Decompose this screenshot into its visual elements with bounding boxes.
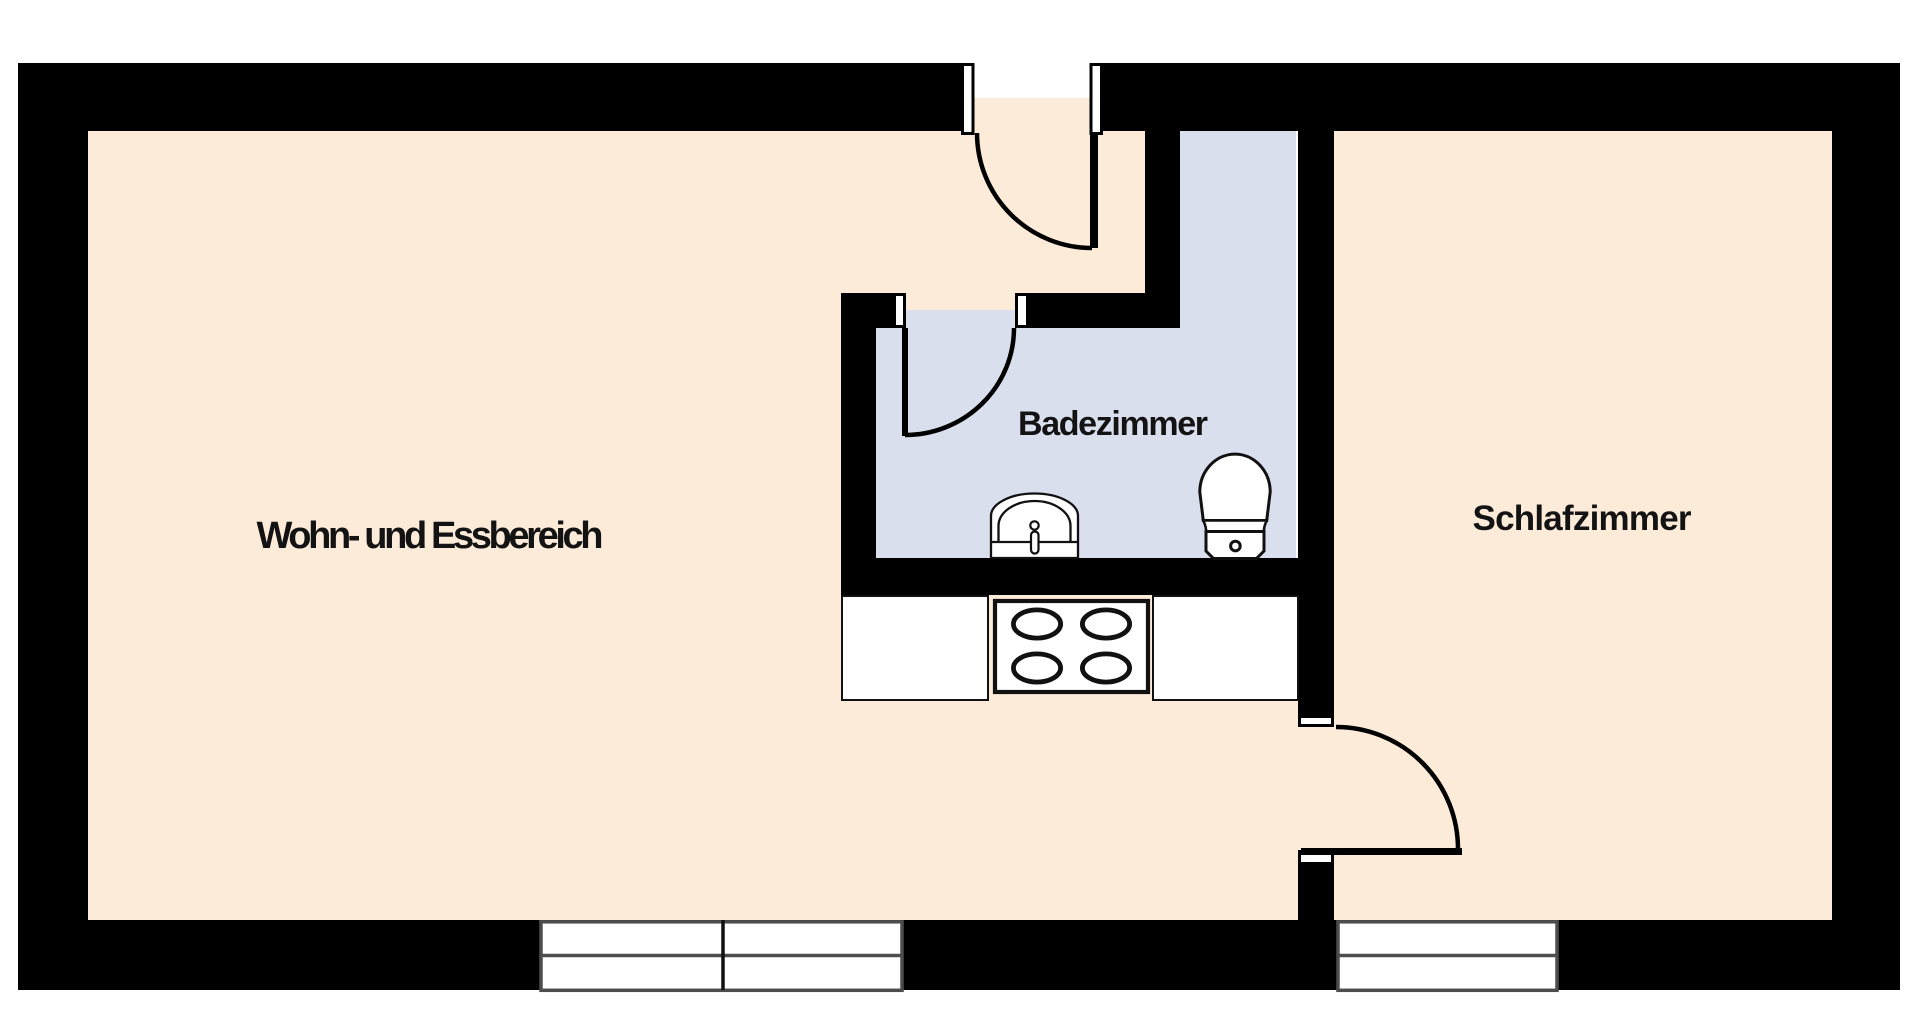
svg-text:Schlafzimmer: Schlafzimmer: [1473, 499, 1692, 538]
svg-text:Badezimmer: Badezimmer: [1018, 405, 1208, 443]
svg-text:Wohn- und Essbereich: Wohn- und Essbereich: [257, 515, 604, 557]
